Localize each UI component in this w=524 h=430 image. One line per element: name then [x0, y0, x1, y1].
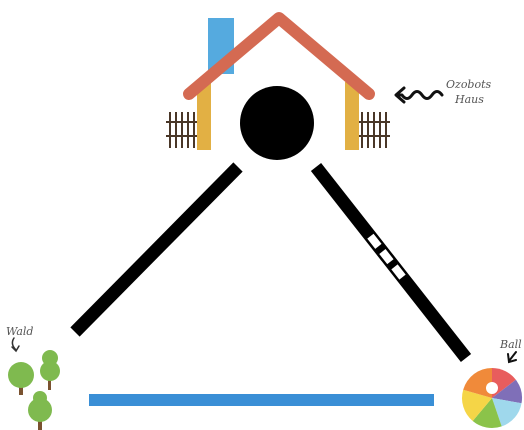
left-black-track	[75, 167, 238, 332]
black-circle-icon	[240, 86, 314, 160]
squiggle-arrow-icon	[396, 88, 442, 102]
house-label-line1: Ozobots	[446, 78, 492, 91]
left-fence	[166, 112, 197, 148]
house-label-line2: Haus	[454, 93, 484, 106]
ball-label: Ball	[499, 338, 522, 351]
forest-label: Wald	[6, 325, 33, 338]
blue-track	[89, 394, 434, 406]
tree-icon	[8, 350, 60, 430]
right-black-track	[316, 167, 466, 358]
house-right-wall	[345, 82, 359, 150]
beach-ball-icon	[462, 368, 522, 428]
right-fence	[359, 112, 390, 148]
ball-arrow-icon	[508, 352, 516, 362]
forest-arrow-icon	[12, 338, 19, 351]
